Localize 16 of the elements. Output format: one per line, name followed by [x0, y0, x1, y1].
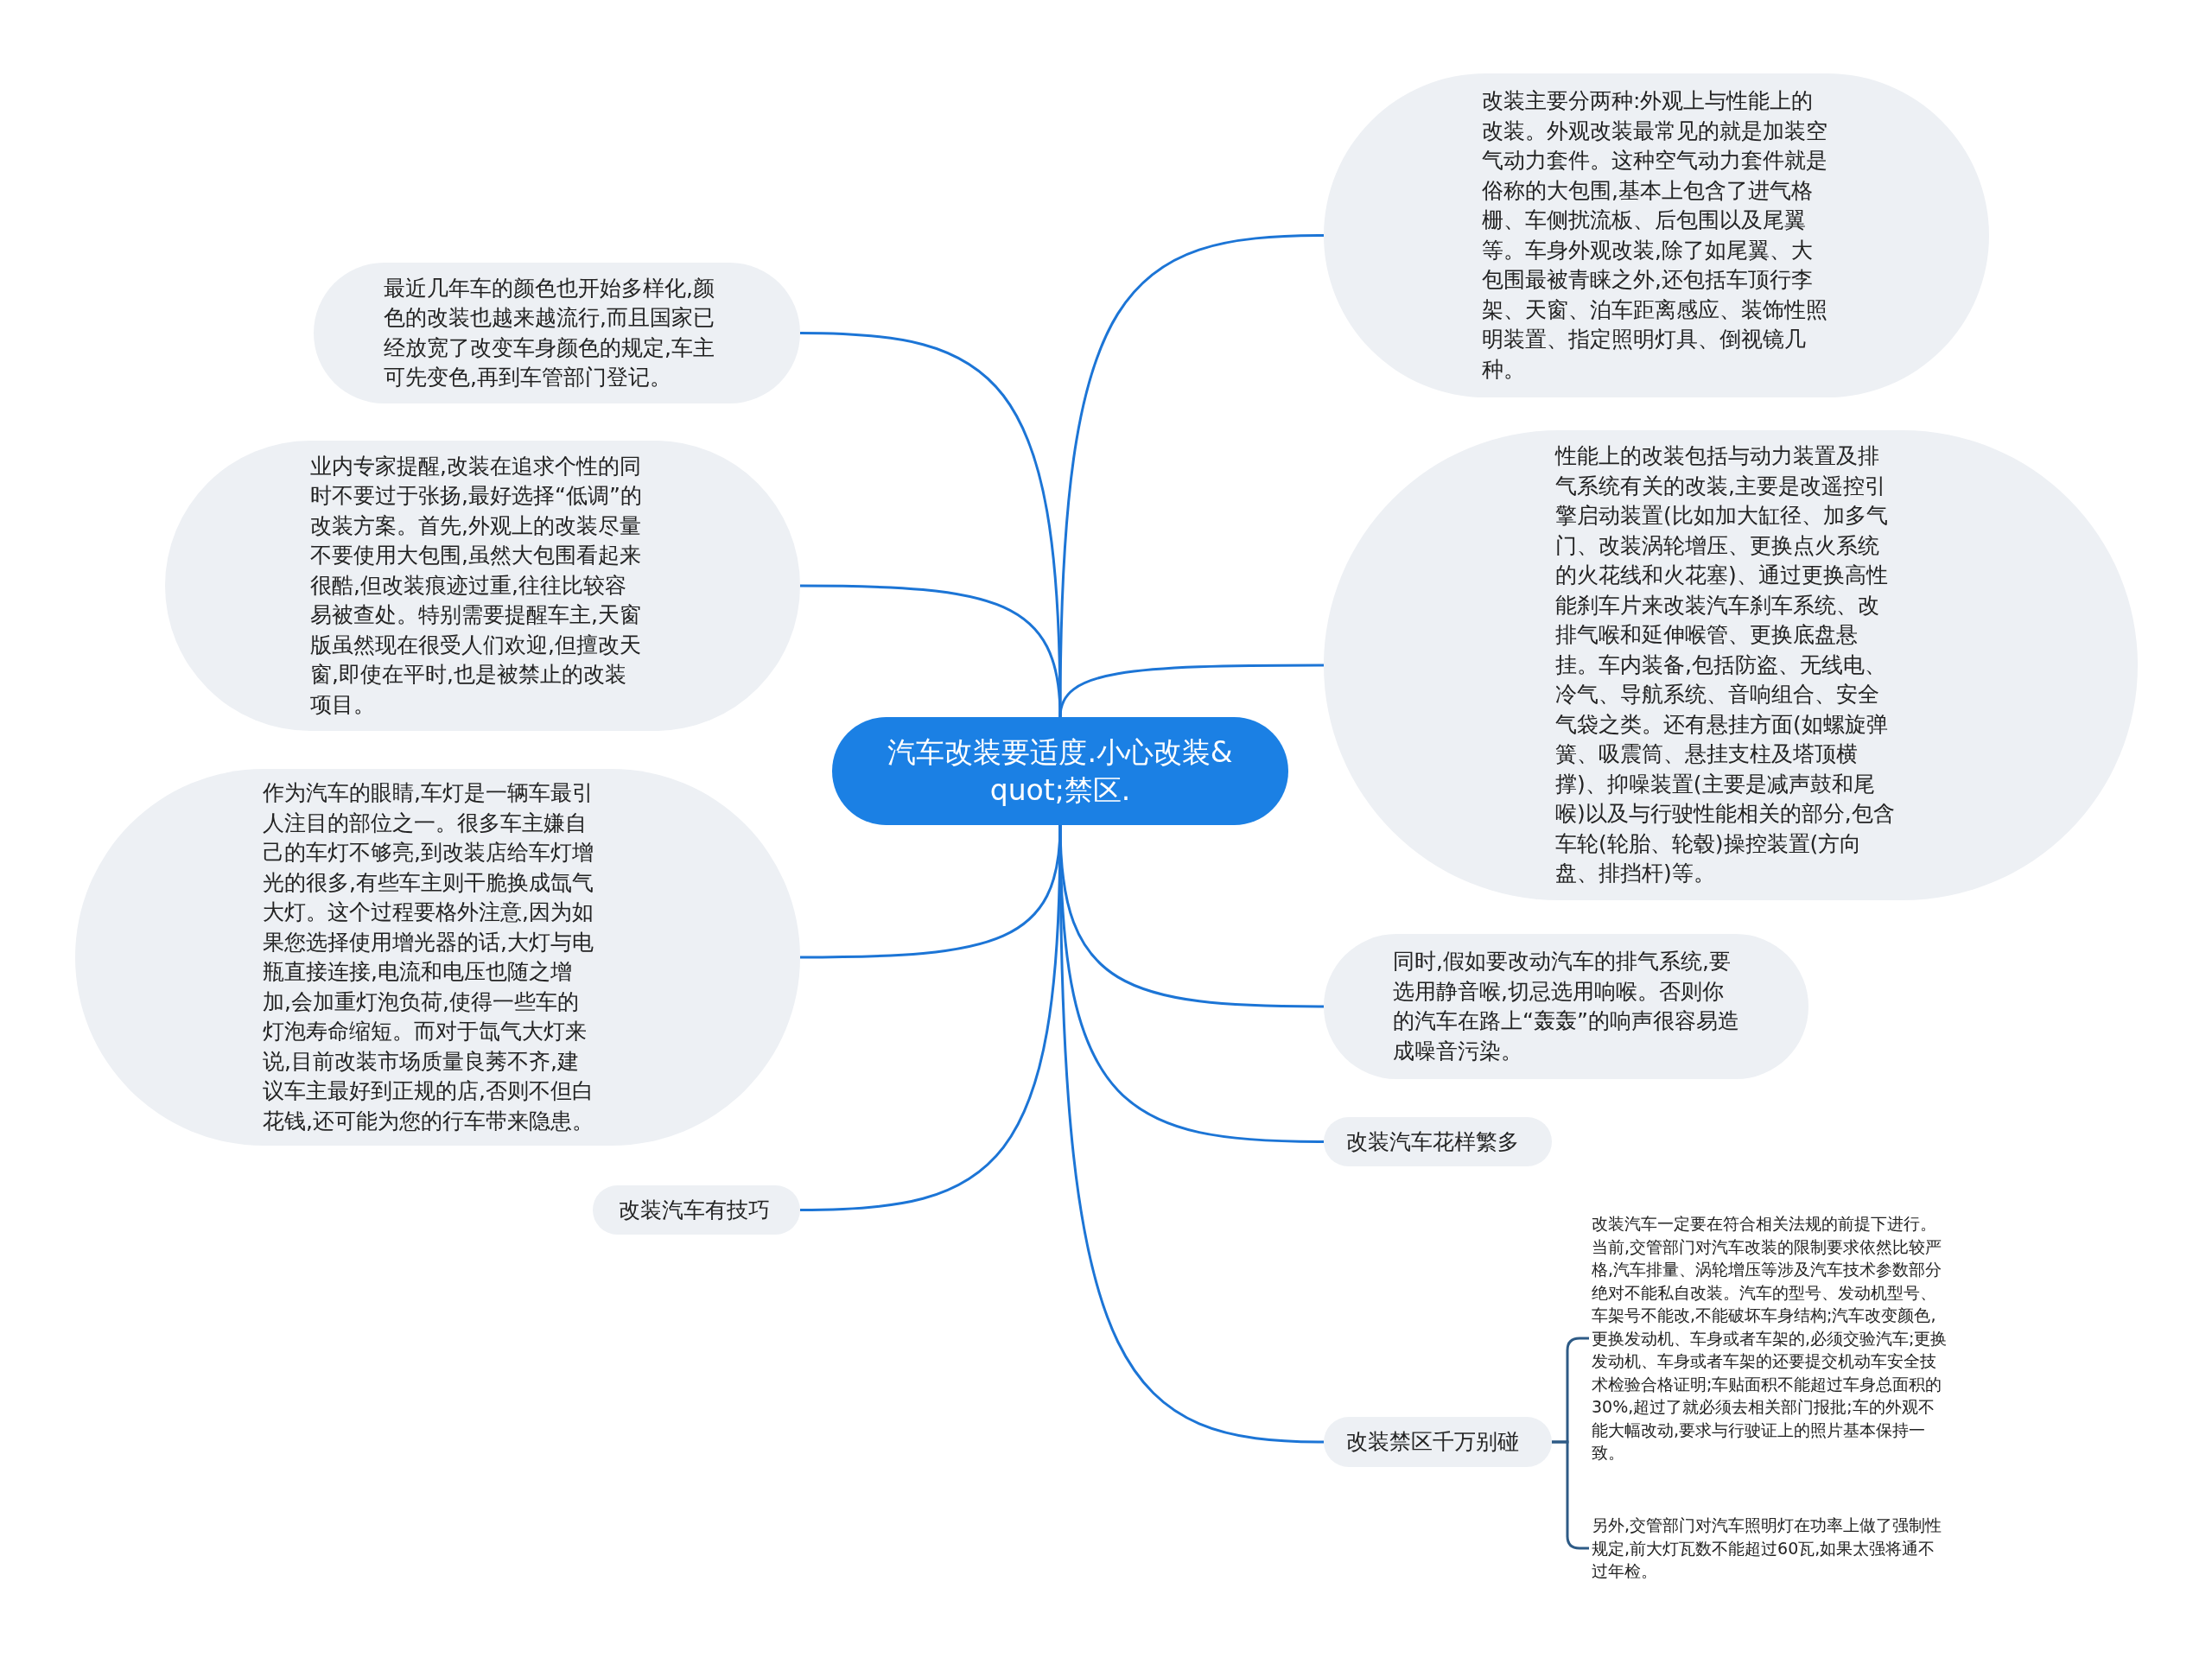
topic-bubble: 改装禁区千万别碰 — [1324, 1417, 1552, 1467]
central-topic: 汽车改装要适度.小心改装&quot;禁区. — [832, 717, 1288, 825]
connector-line — [799, 824, 1062, 1211]
note-text: 另外,交管部门对汽车照明灯在功率上做了强制性规定,前大灯瓦数不能超过60瓦,如果太强将通不过年检。 — [1592, 1514, 1963, 1583]
connector-line — [1058, 825, 1325, 1444]
connector-line — [800, 584, 1062, 718]
topic-bubble: 同时,假如要改动汽车的排气系统,要选用静音喉,切忌选用响喉。否则你的汽车在路上“轰轰”的响声很容易造成噪音污染。 — [1324, 934, 1808, 1079]
note-text: 改装汽车一定要在符合相关法规的前提下进行。当前,交管部门对汽车改装的限制要求依然比较严格,汽车排量、涡轮增压等涉及汽车技术参数部分绝对不能私自改装。汽车的型号、发动机型号、车架号不能改,不能破坏车身结构;汽车改变颜色,更换发动机、车身或者车架的,必须交验汽车;更换发动机、车身或者车架的还要提交机动车安全技术检验合格证明;车贴面积不能超过车身总面积的30%,超过了就必须去相关部门报批;车的外观不能大幅改动,要求与行驶证上的照片基本保持一致。 — [1592, 1213, 1963, 1464]
topic-bubble: 改装汽车有技巧 — [593, 1185, 800, 1235]
topic-bubble: 性能上的改装包括与动力装置及排气系统有关的改装,主要是改遥控引擎启动装置(比如加大缸径、加多气门、改装涡轮增压、更换点火系统的火花线和火花塞)、通过更换高性能刹车片来改装汽车刹车系统、改排气喉和延伸喉管、更换底盘悬挂。车内装备,包括防盗、无线电、冷气、导航系统、音响组合、安全气袋之类。还有悬挂方面(如螺旋弹簧、吸震筒、悬挂支柱及塔顶横撑)、抑噪装置(主要是减声鼓和尾喉)以及与行驶性能相关的部分,包含车轮(轮胎、轮毂)操控装置(方向盘、排挡杆)等。 — [1324, 430, 2138, 900]
topic-bubble: 业内专家提醒,改装在追求个性的同时不要过于张扬,最好选择“低调”的改装方案。首先,外观上的改装尽量不要使用大包围,虽然大包围看起来很酷,但改装痕迹过重,往往比较容易被查处。特别需要提醒车主,天窗版虽然现在很受人们欢迎,但擅改天窗,即使在平时,也是被禁止的改装项目。 — [165, 441, 800, 731]
connector-line — [1058, 664, 1324, 718]
topic-bubble: 最近几年车的颜色也开始多样化,颜色的改装也越来越流行,而且国家已经放宽了改变车身颜色的规定,车主可先变色,再到车管部门登记。 — [314, 263, 800, 403]
topic-bubble: 作为汽车的眼睛,车灯是一辆车最引人注目的部位之一。很多车主嫌自己的车灯不够亮,到改装店给车灯增光的很多,有些车主则干脆换成氙气大灯。这个过程要格外注意,因为如果您选择使用增光器的话,大灯与电瓶直接连接,电流和电压也随之增加,会加重灯泡负荷,使得一些车的灯泡寿命缩短。而对于氙气大灯来说,目前改装市场质量良莠不齐,建议车主最好到正规的店,否则不但白花钱,还可能为您的行车带来隐患。 — [75, 769, 800, 1146]
topic-bubble: 改装汽车花样繁多 — [1324, 1117, 1552, 1166]
topic-bubble: 改装主要分两种:外观上与性能上的改装。外观改装最常见的就是加装空气动力套件。这种空气动力套件就是俗称的大包围,基本上包含了进气格栅、车侧扰流板、后包围以及尾翼等。车身外观改装,除了如尾翼、大包围最被青睐之外,还包括车顶行李架、天窗、泊车距离感应、装饰性照明装置、指定照明灯具、倒视镜几种。 — [1324, 73, 1989, 397]
